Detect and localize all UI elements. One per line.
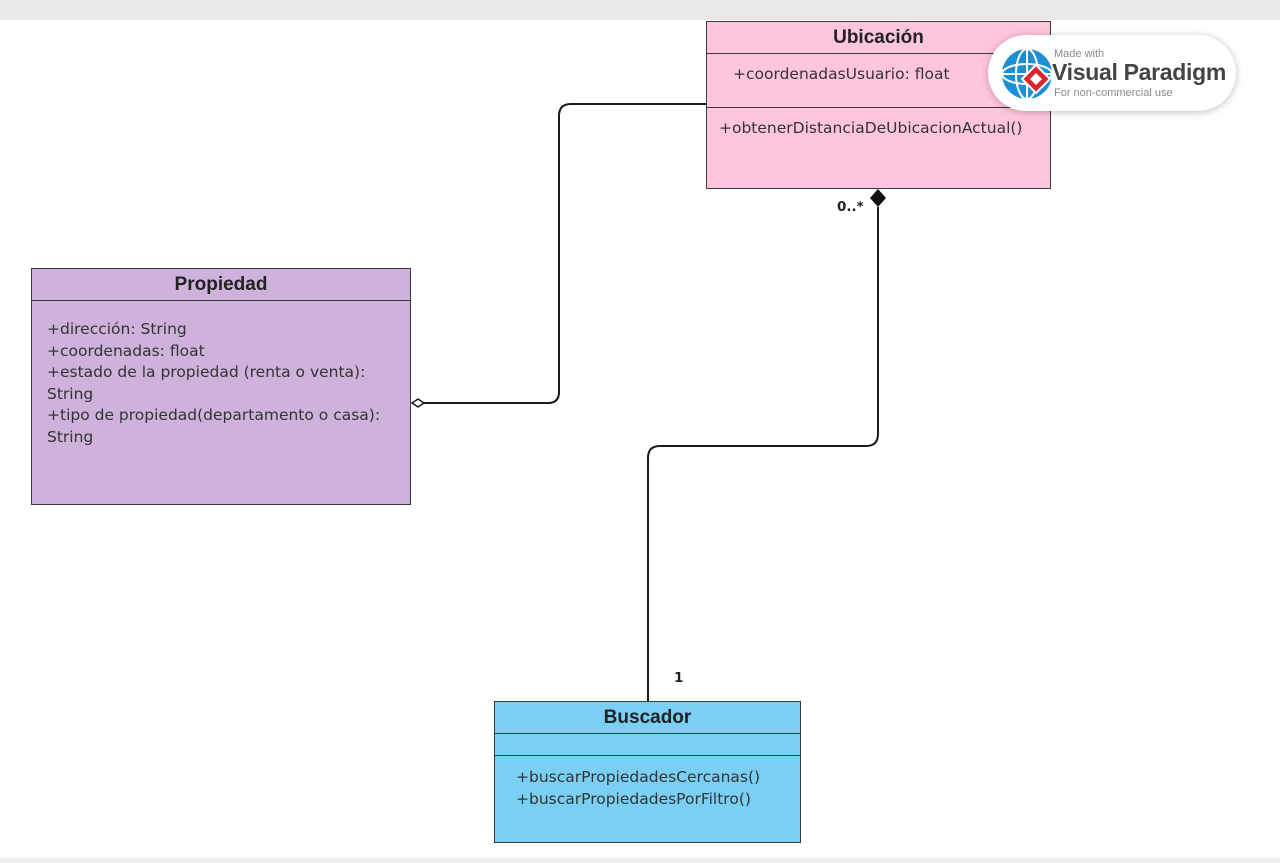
watermark-note: For non-commercial use <box>1054 87 1173 99</box>
top-bar <box>0 0 1280 20</box>
buscador-operations: +buscarPropiedadesCercanas() +buscarProp… <box>495 756 800 810</box>
propiedad-attributes: +dirección: String +coordenadas: float +… <box>32 301 410 448</box>
class-name-propiedad: Propiedad <box>32 269 410 301</box>
multiplicity-label: 0..* <box>837 199 864 215</box>
watermark-made-with: Made with <box>1054 48 1105 60</box>
class-buscador[interactable]: Buscador +buscarPropiedadesCercanas() +b… <box>494 701 801 843</box>
operation: +buscarPropiedadesCercanas() <box>516 768 761 786</box>
attribute: +coordenadas: float <box>47 341 205 360</box>
visual-paradigm-logo-icon <box>1001 48 1053 100</box>
watermark-brand: Visual Paradigm <box>1052 59 1227 85</box>
class-name-ubicacion: Ubicación <box>707 22 1050 54</box>
operation: +obtenerDistanciaDeUbicacionActual() <box>719 119 1023 137</box>
bottom-bar <box>0 858 1280 863</box>
attribute: +tipo de propiedad(departamento o casa):… <box>47 406 381 446</box>
class-name-buscador: Buscador <box>495 702 800 734</box>
multiplicity-label: 1 <box>674 670 684 686</box>
attribute: +dirección: String <box>47 320 187 338</box>
aggregation-line <box>424 103 706 404</box>
aggregation-hollow-diamond <box>410 398 426 408</box>
class-propiedad[interactable]: Propiedad +dirección: String +coordenada… <box>31 268 411 505</box>
buscador-attributes <box>495 734 800 756</box>
composition-filled-diamond <box>870 189 886 207</box>
ubicacion-operations: +obtenerDistanciaDeUbicacionActual() <box>707 108 1050 140</box>
class-ubicacion[interactable]: Ubicación +coordenadasUsuario: float +ob… <box>706 21 1051 189</box>
attribute: +estado de la propiedad (renta o venta):… <box>47 363 366 403</box>
operation: +buscarPropiedadesPorFiltro() <box>516 789 751 808</box>
attribute: +coordenadasUsuario: float <box>733 65 950 83</box>
visual-paradigm-watermark: Made with Visual Paradigm For non-commer… <box>988 35 1236 111</box>
ubicacion-attributes: +coordenadasUsuario: float <box>707 54 1050 108</box>
composition-line <box>647 207 879 701</box>
